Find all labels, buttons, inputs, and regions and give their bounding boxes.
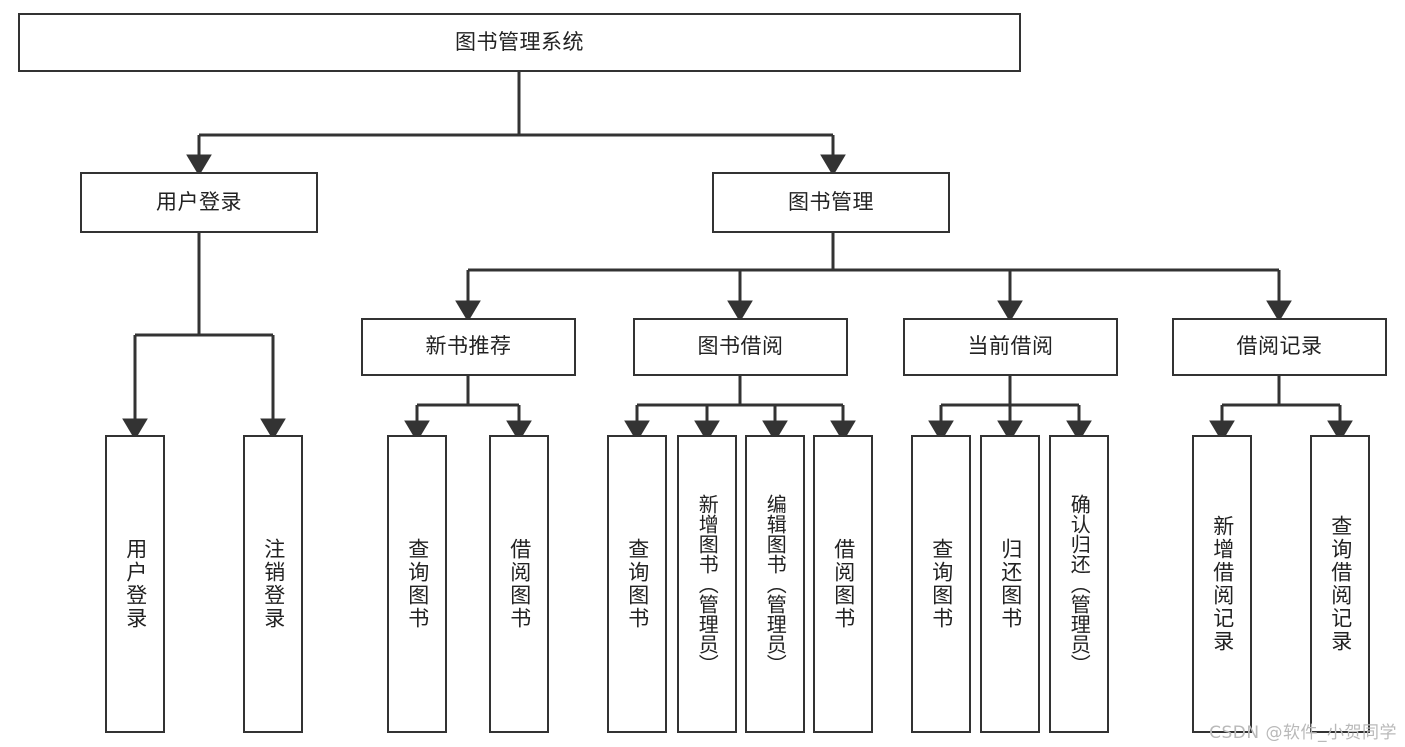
node-leaf-cb-query-book-label: 查询图书 bbox=[929, 538, 954, 630]
node-leaf-rec-add-record-label: 新增借阅记录 bbox=[1210, 515, 1235, 653]
node-leaf-cb-return-book-label: 归还图书 bbox=[998, 538, 1023, 630]
node-leaf-bb-add-book[interactable]: 新增图书（管理员） bbox=[677, 435, 737, 733]
node-leaf-user-logout[interactable]: 注销登录 bbox=[243, 435, 303, 733]
node-leaf-nb-query-book[interactable]: 查询图书 bbox=[387, 435, 447, 733]
watermark-text: CSDN @软件_小贺同学 bbox=[1209, 723, 1397, 743]
node-borrow-record-label: 借阅记录 bbox=[1236, 334, 1323, 359]
node-leaf-nb-borrow-book-label: 借阅图书 bbox=[507, 538, 532, 630]
node-leaf-bb-edit-book-label: 编辑图书（管理员） bbox=[763, 494, 788, 674]
node-book-borrow-label: 图书借阅 bbox=[697, 334, 784, 359]
node-leaf-rec-query-record[interactable]: 查询借阅记录 bbox=[1310, 435, 1370, 733]
node-leaf-bb-query-book[interactable]: 查询图书 bbox=[607, 435, 667, 733]
node-leaf-bb-query-book-label: 查询图书 bbox=[625, 538, 650, 630]
node-book-manage[interactable]: 图书管理 bbox=[712, 172, 950, 233]
node-leaf-bb-add-book-label: 新增图书（管理员） bbox=[695, 494, 720, 674]
node-book-manage-label: 图书管理 bbox=[788, 189, 874, 214]
node-root[interactable]: 图书管理系统 bbox=[18, 13, 1021, 72]
node-leaf-nb-query-book-label: 查询图书 bbox=[405, 538, 430, 630]
node-new-book-recommend[interactable]: 新书推荐 bbox=[361, 318, 576, 376]
node-leaf-user-login-label: 用户登录 bbox=[123, 538, 148, 630]
node-leaf-user-logout-label: 注销登录 bbox=[261, 538, 286, 630]
node-new-book-recommend-label: 新书推荐 bbox=[425, 334, 512, 359]
node-borrow-record[interactable]: 借阅记录 bbox=[1172, 318, 1387, 376]
node-leaf-bb-borrow-book[interactable]: 借阅图书 bbox=[813, 435, 873, 733]
node-leaf-cb-return-book[interactable]: 归还图书 bbox=[980, 435, 1040, 733]
node-user-login-label: 用户登录 bbox=[156, 189, 242, 214]
node-current-borrow-label: 当前借阅 bbox=[967, 334, 1054, 359]
node-leaf-cb-confirm-return-label: 确认归还（管理员） bbox=[1067, 494, 1092, 674]
node-leaf-bb-borrow-book-label: 借阅图书 bbox=[831, 538, 856, 630]
node-leaf-rec-add-record[interactable]: 新增借阅记录 bbox=[1192, 435, 1252, 733]
node-root-label: 图书管理系统 bbox=[455, 29, 584, 54]
node-leaf-nb-borrow-book[interactable]: 借阅图书 bbox=[489, 435, 549, 733]
node-current-borrow[interactable]: 当前借阅 bbox=[903, 318, 1118, 376]
node-leaf-user-login[interactable]: 用户登录 bbox=[105, 435, 165, 733]
node-leaf-cb-query-book[interactable]: 查询图书 bbox=[911, 435, 971, 733]
node-leaf-bb-edit-book[interactable]: 编辑图书（管理员） bbox=[745, 435, 805, 733]
node-user-login[interactable]: 用户登录 bbox=[80, 172, 318, 233]
node-leaf-rec-query-record-label: 查询借阅记录 bbox=[1328, 515, 1353, 653]
node-leaf-cb-confirm-return[interactable]: 确认归还（管理员） bbox=[1049, 435, 1109, 733]
node-book-borrow[interactable]: 图书借阅 bbox=[633, 318, 848, 376]
